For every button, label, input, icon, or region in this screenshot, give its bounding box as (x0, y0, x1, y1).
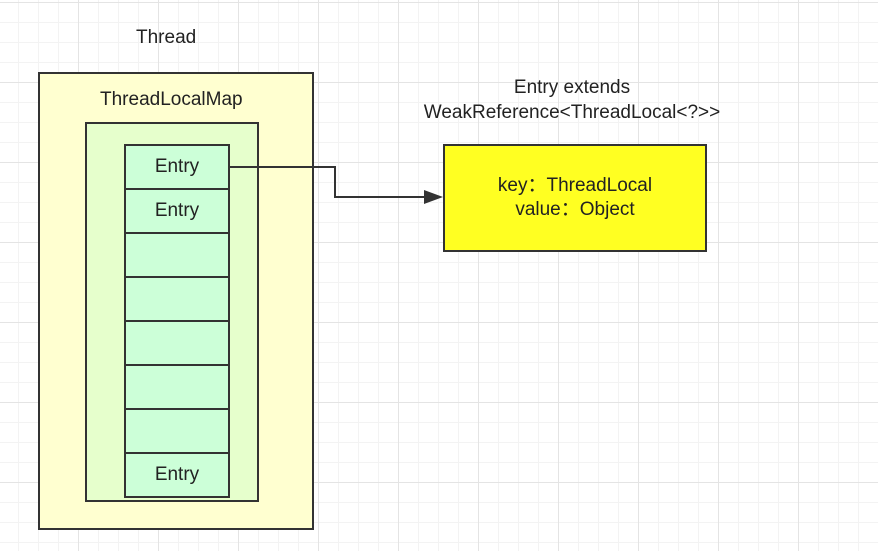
entry-slot-4 (126, 278, 228, 322)
entry-node: key：ThreadLocal value：Object (443, 144, 707, 252)
entry-slot-7 (126, 410, 228, 454)
entry-slot-8: Entry (126, 454, 228, 498)
entry-slot-6 (126, 366, 228, 410)
entry-slot-3 (126, 234, 228, 278)
entry-table: Entry Entry Entry (124, 144, 230, 498)
entry-value-text: value：Object (515, 199, 635, 220)
entry-key-text: key：ThreadLocal (497, 175, 653, 196)
entry-slot-2: Entry (126, 190, 228, 234)
entry-arrow-head-icon (424, 190, 443, 204)
entry-slot-5 (126, 322, 228, 366)
entry-class-label: Entry extends WeakReference<ThreadLocal<… (392, 75, 752, 125)
thread-local-map-label: ThreadLocalMap (100, 89, 243, 110)
thread-label: Thread (136, 27, 197, 48)
entry-class-line-2: WeakReference<ThreadLocal<?>> (423, 102, 721, 123)
entry-slot-1: Entry (126, 146, 228, 190)
entry-class-line-1: Entry extends (513, 77, 631, 98)
